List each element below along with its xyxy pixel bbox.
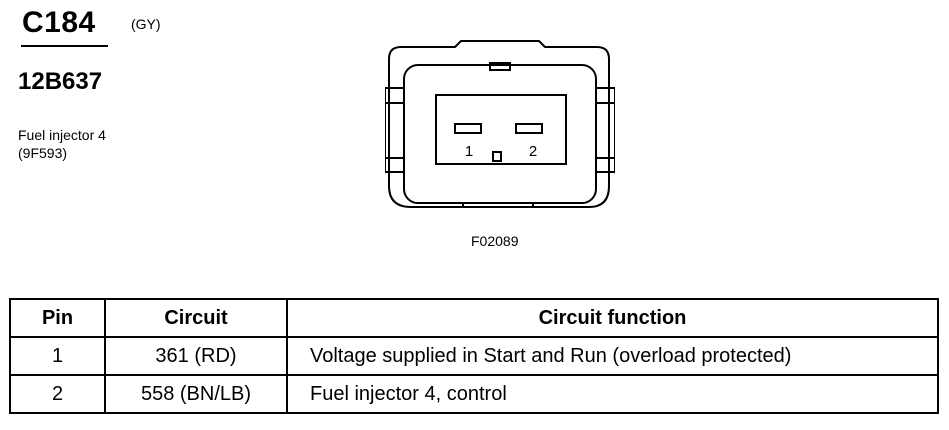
- circuit-cell: 361 (RD): [104, 336, 288, 376]
- connector-left-latch: [385, 87, 405, 173]
- pin-1-label: 1: [465, 143, 473, 160]
- header-circuit-function: Circuit function: [286, 298, 939, 338]
- connector-right-latch: [595, 87, 615, 173]
- pin-2-label: 2: [529, 143, 537, 160]
- connector-lock-tab: [489, 62, 511, 71]
- table-header-row: Pin Circuit Circuit function: [9, 298, 939, 338]
- circuit-function-cell: Fuel injector 4, control: [286, 374, 939, 414]
- pin-1-slot: [454, 123, 482, 134]
- connector-color-code: (GY): [131, 16, 161, 32]
- part-number: 12B637: [18, 68, 103, 95]
- pin-2-slot: [515, 123, 543, 134]
- figure-id: F02089: [471, 233, 519, 249]
- table-row: 1 361 (RD) Voltage supplied in Start and…: [9, 336, 939, 376]
- table-row: 2 558 (BN/LB) Fuel injector 4, control: [9, 374, 939, 414]
- connector-housing-outline: [388, 40, 610, 208]
- connector-id-underline: [21, 45, 108, 47]
- connector-inner-body: [403, 64, 597, 204]
- connector-face-diagram: 1 2: [385, 40, 615, 208]
- header-pin: Pin: [9, 298, 106, 338]
- component-description: Fuel injector 4 (9F593): [18, 126, 106, 162]
- component-name: Fuel injector 4: [18, 127, 106, 143]
- pin-cell: 2: [9, 374, 106, 414]
- circuit-cell: 558 (BN/LB): [104, 374, 288, 414]
- component-code: (9F593): [18, 145, 68, 161]
- circuit-function-cell: Voltage supplied in Start and Run (overl…: [286, 336, 939, 376]
- terminal-cavity: [435, 94, 567, 165]
- polarization-key: [492, 151, 502, 162]
- header-circuit: Circuit: [104, 298, 288, 338]
- pin-cell: 1: [9, 336, 106, 376]
- pinout-table: Pin Circuit Circuit function 1 361 (RD) …: [9, 298, 939, 414]
- connector-id: C184: [22, 6, 96, 39]
